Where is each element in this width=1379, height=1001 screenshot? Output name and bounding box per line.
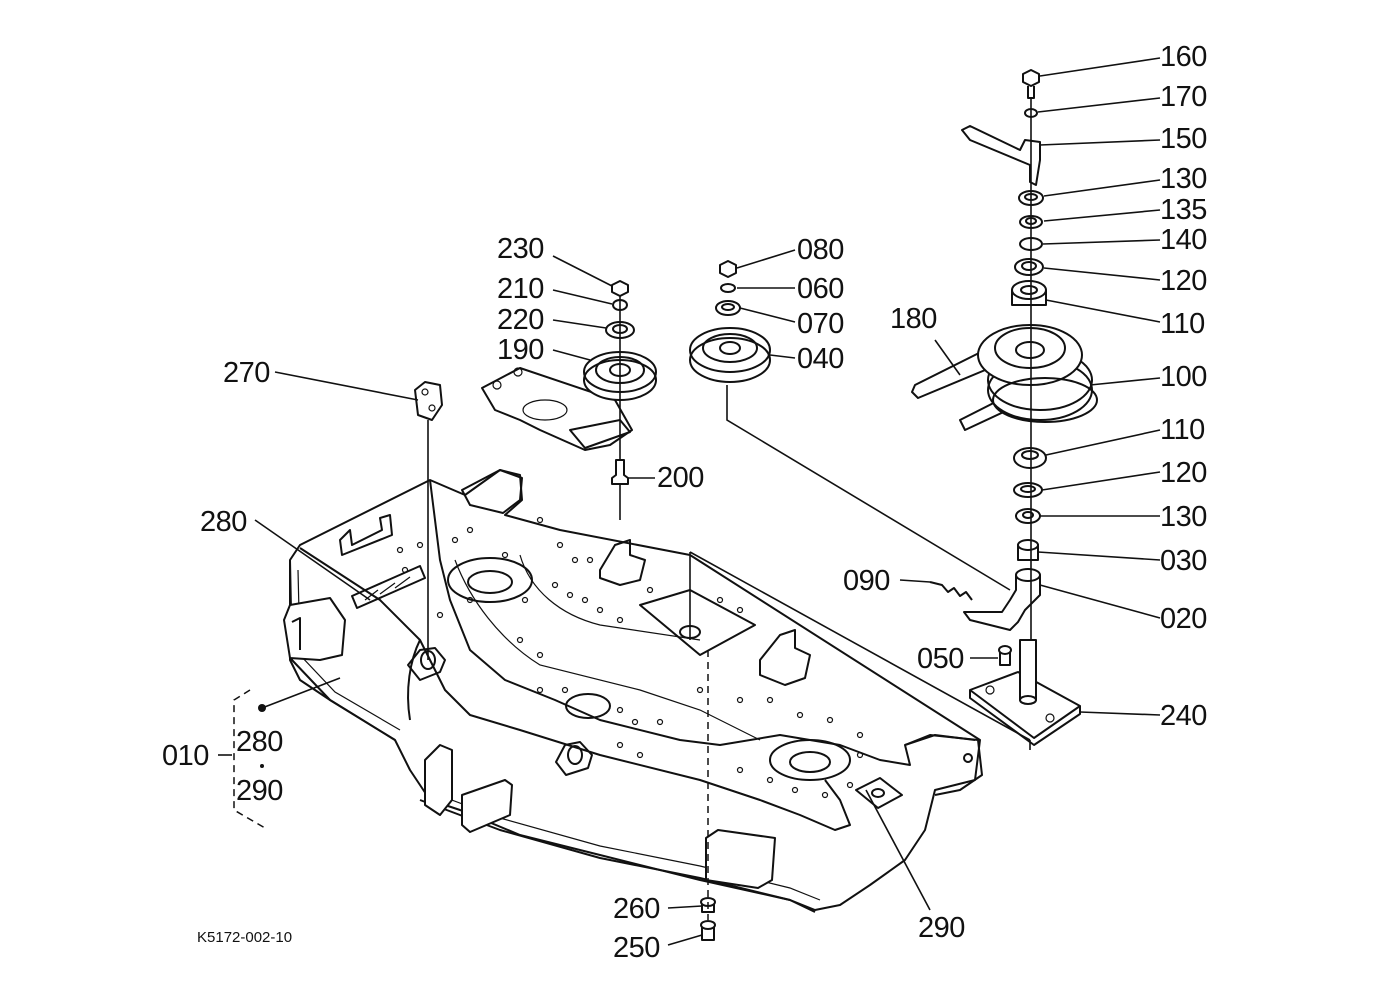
left-idler-pulley-assembly: [481, 280, 657, 485]
callout-180: 180: [890, 303, 937, 335]
callout-070: 070: [797, 308, 844, 340]
callout-290-lower-left: 290: [236, 775, 283, 807]
center-pulley-assembly: [689, 260, 1011, 591]
callout-100: 100: [1160, 361, 1207, 393]
callout-210: 210: [497, 273, 544, 305]
callout-280-upper: 280: [200, 506, 247, 538]
callout-160: 160: [1160, 41, 1207, 73]
callout-060: 060: [797, 273, 844, 305]
callout-150: 150: [1160, 123, 1207, 155]
callout-230: 230: [497, 233, 544, 265]
callout-110-upper: 110: [1160, 308, 1205, 340]
callout-170: 170: [1160, 81, 1207, 113]
callout-090: 090: [843, 565, 890, 597]
callout-040: 040: [797, 343, 844, 375]
callout-240: 240: [1160, 700, 1207, 732]
callout-280-lower: 280: [236, 726, 283, 758]
callout-080: 080: [797, 234, 844, 266]
callout-250: 250: [613, 932, 660, 964]
drawing-code: K5172-002-10: [197, 929, 292, 946]
callout-050: 050: [917, 643, 964, 675]
right-tension-pulley-assembly: [911, 69, 1098, 746]
callout-110-lower: 110: [1160, 414, 1205, 446]
callout-260: 260: [613, 893, 660, 925]
callout-220: 220: [497, 304, 544, 336]
callout-010: 010: [162, 740, 209, 772]
callout-290-front: 290: [918, 912, 965, 944]
callout-labels: 160 170 150 130 135 140 120 110 180 100 …: [162, 41, 1207, 964]
callout-130-upper: 130: [1160, 163, 1207, 195]
callout-135: 135: [1160, 194, 1207, 226]
callout-030: 030: [1160, 545, 1207, 577]
callout-130-lower: 130: [1160, 501, 1207, 533]
callout-200: 200: [657, 462, 704, 494]
assembly-guide-lines: [427, 420, 1031, 920]
callout-120-lower: 120: [1160, 457, 1207, 489]
callout-120-upper: 120: [1160, 265, 1207, 297]
callout-020: 020: [1160, 603, 1207, 635]
callout-leader-lines: [218, 57, 1161, 946]
mower-deck-housing: [283, 469, 983, 913]
deck-mounting-holes: [396, 516, 864, 799]
callout-270: 270: [223, 357, 270, 389]
callout-190: 190: [497, 334, 544, 366]
callout-140: 140: [1160, 224, 1207, 256]
